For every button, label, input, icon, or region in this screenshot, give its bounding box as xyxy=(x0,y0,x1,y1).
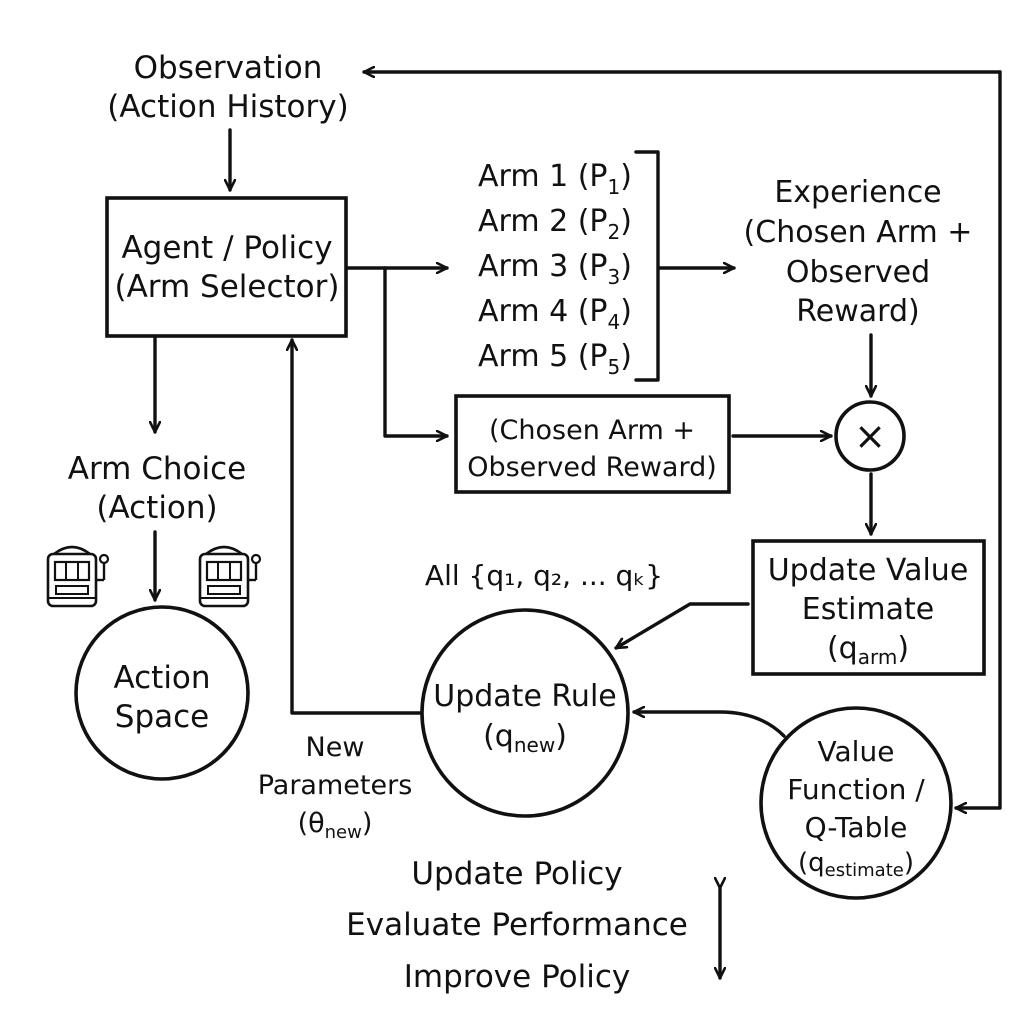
agent-policy-box xyxy=(105,196,348,338)
chosen-arm-reward-line-2: Observed Reward) xyxy=(467,452,717,483)
value-function-line-2: Function / xyxy=(787,773,925,806)
arm-4-label: Arm 4 (P4) xyxy=(478,294,632,334)
update-value-title: Update Value xyxy=(768,553,969,588)
chosen-arm-reward-line-1: (Chosen Arm + xyxy=(489,415,695,446)
new-parameters-theta: (θnew) xyxy=(298,808,373,843)
arm-choice-subtitle: (Action) xyxy=(96,490,217,526)
arm-5-label: Arm 5 (P5) xyxy=(478,339,632,379)
chosen-arm-reward-box xyxy=(454,394,731,494)
action-space-title: Action xyxy=(113,660,210,696)
feedback-loop-connector xyxy=(954,70,1002,808)
cycle-improve-policy: Improve Policy xyxy=(404,959,631,995)
update-rule-title: Update Rule xyxy=(433,679,617,714)
arm-3-label: Arm 3 (P3) xyxy=(478,249,632,289)
update-rule-q-new: (qnew) xyxy=(483,719,567,757)
value-function-line-1: Value xyxy=(818,735,895,768)
update-rule-to-agent-arrow xyxy=(292,338,422,715)
update-value-q-arm: (qarm) xyxy=(827,631,909,669)
all-q-values-label: All {q₁, q₂, ... qₖ} xyxy=(425,559,663,592)
observation-title: Observation xyxy=(134,50,323,86)
new-parameters-line-2: Parameters xyxy=(258,770,413,801)
arms-list: Arm 1 (P1) Arm 2 (P2) Arm 3 (P3) Arm 4 (… xyxy=(478,159,632,379)
experience-line-2: (Chosen Arm + xyxy=(744,215,973,250)
multiply-junction xyxy=(834,400,906,472)
multiply-icon: × xyxy=(854,414,886,458)
update-value-to-update-rule-arrow xyxy=(614,602,750,650)
slot-machine-icon xyxy=(198,545,262,608)
value-function-to-update-rule-arrow xyxy=(632,712,786,738)
cycle-evaluate-performance: Evaluate Performance xyxy=(346,907,688,943)
arm-1-label: Arm 1 (P1) xyxy=(478,159,632,199)
arms-bracket xyxy=(634,150,660,382)
agent-policy-title: Agent / Policy xyxy=(121,230,332,266)
new-parameters-line-1: New xyxy=(306,732,365,763)
value-function-node xyxy=(759,706,953,900)
update-rule-node xyxy=(420,608,630,818)
action-space-subtitle: Space xyxy=(115,699,209,735)
experience-line-4: Reward) xyxy=(796,294,919,329)
update-value-estimate-box xyxy=(751,539,986,676)
experience-line-3: Observed xyxy=(786,255,930,290)
slot-machine-icon xyxy=(46,545,110,608)
agent-policy-subtitle: (Arm Selector) xyxy=(115,269,340,305)
arm-choice-title: Arm Choice xyxy=(68,451,246,487)
value-function-q-estimate: (qestimate) xyxy=(798,848,914,881)
update-value-subtitle: Estimate xyxy=(802,592,935,627)
observation-subtitle: (Action History) xyxy=(107,89,348,125)
agent-to-chosen-box-arrow xyxy=(383,266,449,436)
arm-2-label: Arm 2 (P2) xyxy=(478,204,632,244)
action-space-node xyxy=(74,605,250,781)
cycle-update-policy: Update Policy xyxy=(411,856,622,892)
experience-title: Experience xyxy=(774,175,941,210)
value-function-line-3: Q-Table xyxy=(805,811,908,844)
